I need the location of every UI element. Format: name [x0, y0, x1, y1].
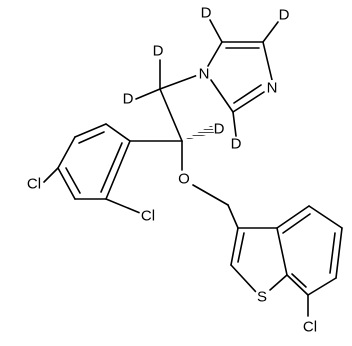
bond-c3a-c4: [276, 205, 310, 229]
bond-s-c7a: [269, 274, 288, 291]
bond-ph6-inner: [100, 142, 123, 193]
bond-ph2: [74, 123, 107, 138]
bond-ph-cl-para: [43, 167, 59, 183]
bond-o-ch2: [192, 184, 229, 206]
bond-c2-d: [232, 111, 237, 137]
atom-d-chiral: D: [214, 121, 225, 138]
atom-cl-para: Cl: [27, 176, 41, 193]
bond-c3a-c4-inner: [282, 213, 311, 234]
bond-c2-n1: [210, 79, 234, 113]
atom-cl-ortho: Cl: [141, 208, 155, 225]
bond-chiral-d-hashed: [182, 125, 214, 141]
bond-c4-d: [262, 21, 279, 43]
bond-c2-s: [230, 264, 257, 293]
bond-c5-c6-inner: [329, 232, 336, 274]
atom-labels: N N D D D D D D Cl Cl O S Cl: [27, 5, 317, 336]
bond-c4-c5: [308, 205, 343, 229]
bond-ch2-d-left: [135, 88, 161, 100]
atom-d-methylene-top: D: [153, 43, 164, 60]
bond-c6-c7: [307, 277, 337, 296]
bond-c5-c6: [335, 227, 343, 279]
atom-cl-benzothiophene: Cl: [303, 319, 317, 336]
bond-c3-c2-double: [237, 232, 245, 263]
bond-ch2-chiral: [159, 88, 183, 142]
atom-d-imidazole-4: D: [279, 7, 290, 24]
bond-ph-cl-ortho: [105, 198, 141, 214]
atom-d-imidazole-2: D: [231, 136, 242, 153]
atom-d-imidazole-5: D: [201, 5, 212, 22]
atom-d-methylene-left: D: [123, 91, 134, 108]
bond-ph6: [105, 140, 131, 200]
bond-ch2-c3: [227, 204, 239, 229]
atom-s-thiophene: S: [257, 289, 267, 306]
atom-n-imidazole-1: N: [199, 66, 210, 83]
bond-ph2-inner: [78, 131, 105, 144]
bond-n1-ch2: [159, 74, 199, 90]
bond-n1-c5: [207, 41, 223, 67]
atom-o-ether: O: [178, 171, 190, 188]
bond-ph1: [105, 123, 131, 142]
bond-ph3: [57, 136, 76, 169]
bond-c7-c7a: [286, 274, 309, 296]
bond-c3-c2: [230, 227, 239, 266]
bond-ph4: [57, 167, 76, 200]
bond-c4-n3: [262, 41, 273, 81]
bond-n3-c2: [232, 91, 265, 113]
bond-c3a-c7a: [276, 227, 288, 276]
bonds: [43, 19, 343, 317]
atom-n-imidazole-3: N: [267, 80, 278, 97]
bond-ph4-inner: [65, 167, 81, 194]
bond-n3-c2-double: [233, 84, 262, 104]
bond-c7-c7a-inner: [291, 273, 307, 288]
bond-c5-d: [209, 19, 223, 43]
